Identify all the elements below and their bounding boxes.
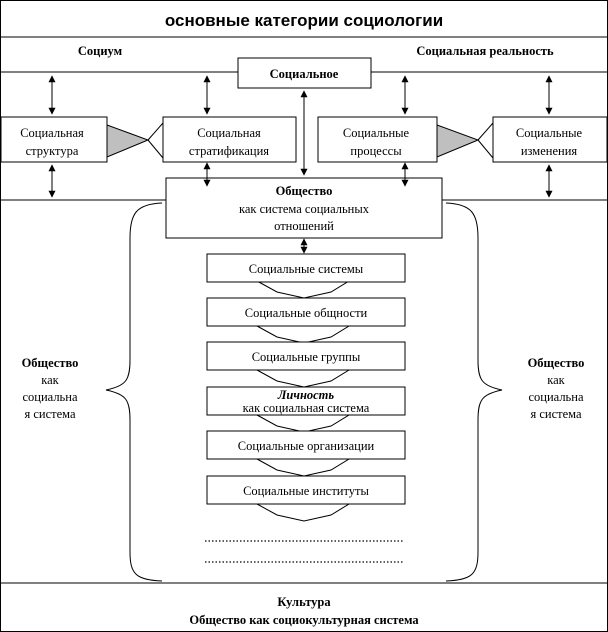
society-relations-line2: отношений [274,219,334,233]
society-right-heading: Общество [528,356,585,370]
social-processes-line1: Социальные [343,126,410,140]
chain-funnel-2 [256,325,351,344]
diagram-title: основные категории социологии [165,11,443,30]
chain-box-social-communities [206,297,406,327]
chain-funnel-6 [256,503,351,522]
chain-label-social-communities: Социальные общности [245,306,368,320]
structure-stratification-connector [106,124,150,158]
right-brace [445,202,503,582]
society-left-line1: как [41,373,59,387]
social-structure-line2: структура [26,144,79,158]
social-box [237,57,372,89]
social-changes-box [492,116,608,163]
chain-label-personality-sub: как социальная система [243,401,370,415]
social-processes-box [317,116,438,163]
processes-changes-line-bottom [477,139,494,159]
social-structure-box [0,116,108,163]
processes-changes-line-top [477,122,494,141]
chain-label-social-institutions: Социальные институты [243,484,369,498]
social-changes-line1: Социальные [516,126,583,140]
society-left-line2: социальна [22,390,77,404]
chain-funnel-3 [256,369,351,388]
chain-box-social-groups [206,341,406,371]
social-structure-line1: Социальная [20,126,84,140]
chain-funnel-4 [256,414,351,433]
chain-funnel-1 [256,280,351,299]
social-stratification-line2: стратификация [189,144,269,158]
social-reality-label: Социальная реальность [416,44,554,58]
processes-changes-connector [436,124,480,158]
social-stratification-box [162,116,297,163]
structure-stratification-line-bottom [147,139,164,159]
chain-box-personality [206,386,406,416]
chain-label-social-organizations: Социальные организации [238,439,375,453]
social-processes-line2: процессы [350,144,402,158]
social-stratification-line1: Социальная [197,126,261,140]
society-right-line3: я система [530,407,581,421]
society-right-line2: социальна [528,390,583,404]
society-right-line1: как [547,373,565,387]
society-relations-box [165,177,443,239]
socium-label: Социум [78,44,123,58]
chain-box-social-systems [206,253,406,283]
chain-box-social-institutions [206,475,406,505]
left-brace [105,202,163,582]
chain-label-social-groups: Социальные группы [252,350,361,364]
culture-subtitle: Общество как социокультурная система [189,613,419,627]
culture-heading: Культура [277,595,331,609]
chain-label-social-systems: Социальные системы [249,262,364,276]
chain-label-personality: Личность [277,388,335,402]
society-left-heading: Общество [22,356,79,370]
chain-funnel-5 [256,458,351,477]
social-changes-line2: изменения [521,144,578,158]
chain-box-social-organizations [206,430,406,460]
society-left-line3: я система [24,407,75,421]
structure-stratification-line-top [147,122,164,141]
society-relations-line1: как система социальных [239,202,370,216]
society-relations-heading: Общество [276,184,333,198]
social-box-label: Социальное [270,67,339,81]
